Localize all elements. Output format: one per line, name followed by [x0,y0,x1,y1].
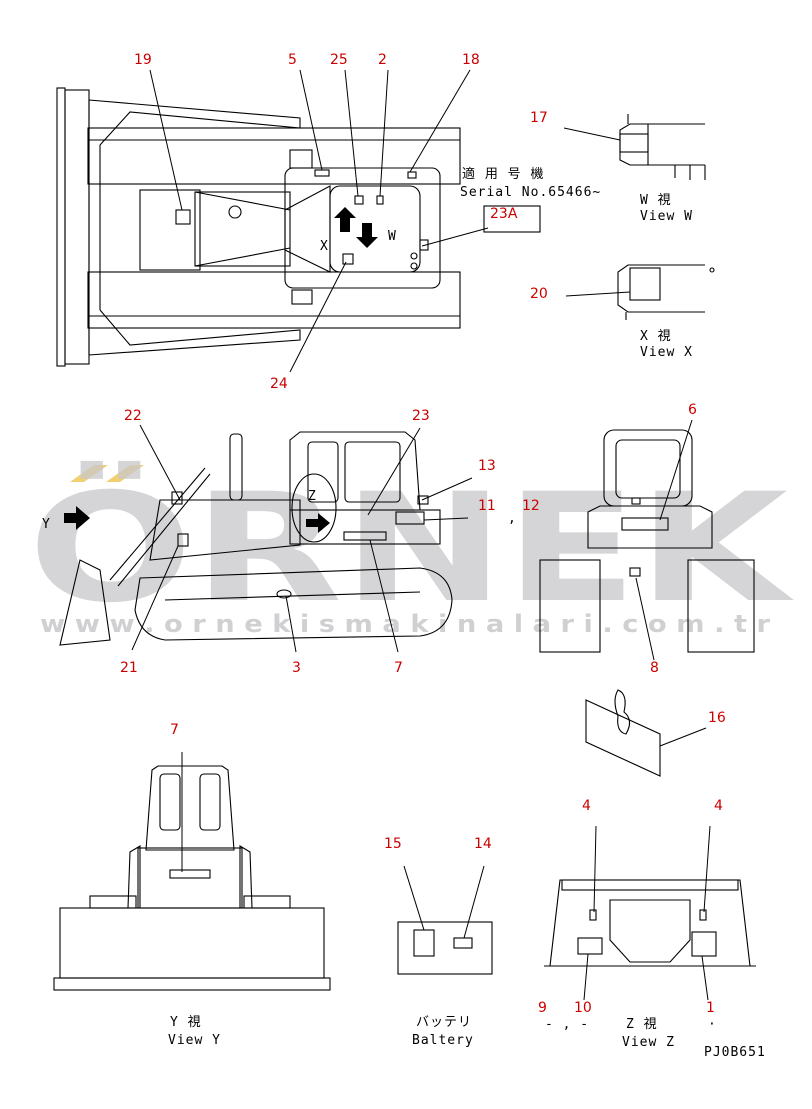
watermark-accent-right [106,465,144,482]
view-y-arrow-icon [64,506,90,530]
callout-16: 16 [708,710,726,726]
arrow-up-icon [334,207,356,232]
callout-5: 5 [288,52,297,68]
side-view: Z Y [42,424,473,653]
letter-y: Y [42,517,51,532]
callout-8: 8 [650,660,659,676]
callout-25: 25 [330,52,348,68]
callout-12: 12 [522,498,540,514]
z-marks: - , - [545,1017,589,1032]
callout-7-side: 7 [394,660,403,676]
callout-1: 1 [706,1000,715,1016]
z-dot: · [708,1017,717,1032]
callout-9: 9 [538,1000,547,1016]
watermark: ÖRNEK w w w . o r n e k i s m a k i n a … [28,460,794,638]
serial-label-jp: 適 用 号 機 [462,166,544,182]
callout-14: 14 [474,836,492,852]
callout-15: 15 [384,836,402,852]
letter-w: W [388,229,397,244]
callout-20: 20 [530,286,548,302]
callout-11: 11 [478,498,496,514]
view-y [53,752,331,991]
watermark-accent-left [70,465,108,482]
callout-4-right: 4 [714,798,723,814]
callout-23a: 23A [490,206,518,222]
view-x-jp: X 視 [640,329,672,344]
callout-18: 18 [462,52,480,68]
view-w-label: View W [640,209,693,224]
letter-z: Z [308,489,317,504]
callout-2: 2 [378,52,387,68]
decal-23a-box [483,205,541,233]
view-w-jp: W 視 [640,193,672,208]
callout-19: 19 [134,52,152,68]
top-view: X W [56,69,489,373]
arrow-right-icon [306,513,330,533]
callout-10: 10 [574,1000,592,1016]
callout-22: 22 [124,408,142,424]
battery-view [397,865,493,975]
letter-x: X [320,239,329,254]
view-x [565,264,715,320]
battery-label: Baltery [412,1033,474,1048]
callout-21: 21 [120,660,138,676]
callout-7-viewy: 7 [170,722,179,738]
view-x-label: View X [640,345,693,360]
view-z-jp: Z 視 [626,1017,658,1032]
arrow-down-icon [356,223,378,248]
view-y-label: View Y [168,1033,221,1048]
callout-13: 13 [478,458,496,474]
callout-3: 3 [292,660,301,676]
view-y-jp: Y 視 [170,1015,202,1030]
callout-6: 6 [688,402,697,418]
rear-view [539,419,755,661]
battery-jp: バッテリ [416,1015,472,1030]
serial-label: Serial No.65466~ [460,185,601,200]
view-z [544,825,756,1001]
view-w [563,114,706,180]
callout-17: 17 [530,110,548,126]
comma-mark: , [508,511,517,526]
callout-4-left: 4 [582,798,591,814]
callout-24: 24 [270,376,288,392]
decal-16-tag [585,689,707,777]
view-z-label: View Z [622,1035,675,1050]
callout-23: 23 [412,408,430,424]
drawing-code: PJ0B651 [704,1045,766,1060]
